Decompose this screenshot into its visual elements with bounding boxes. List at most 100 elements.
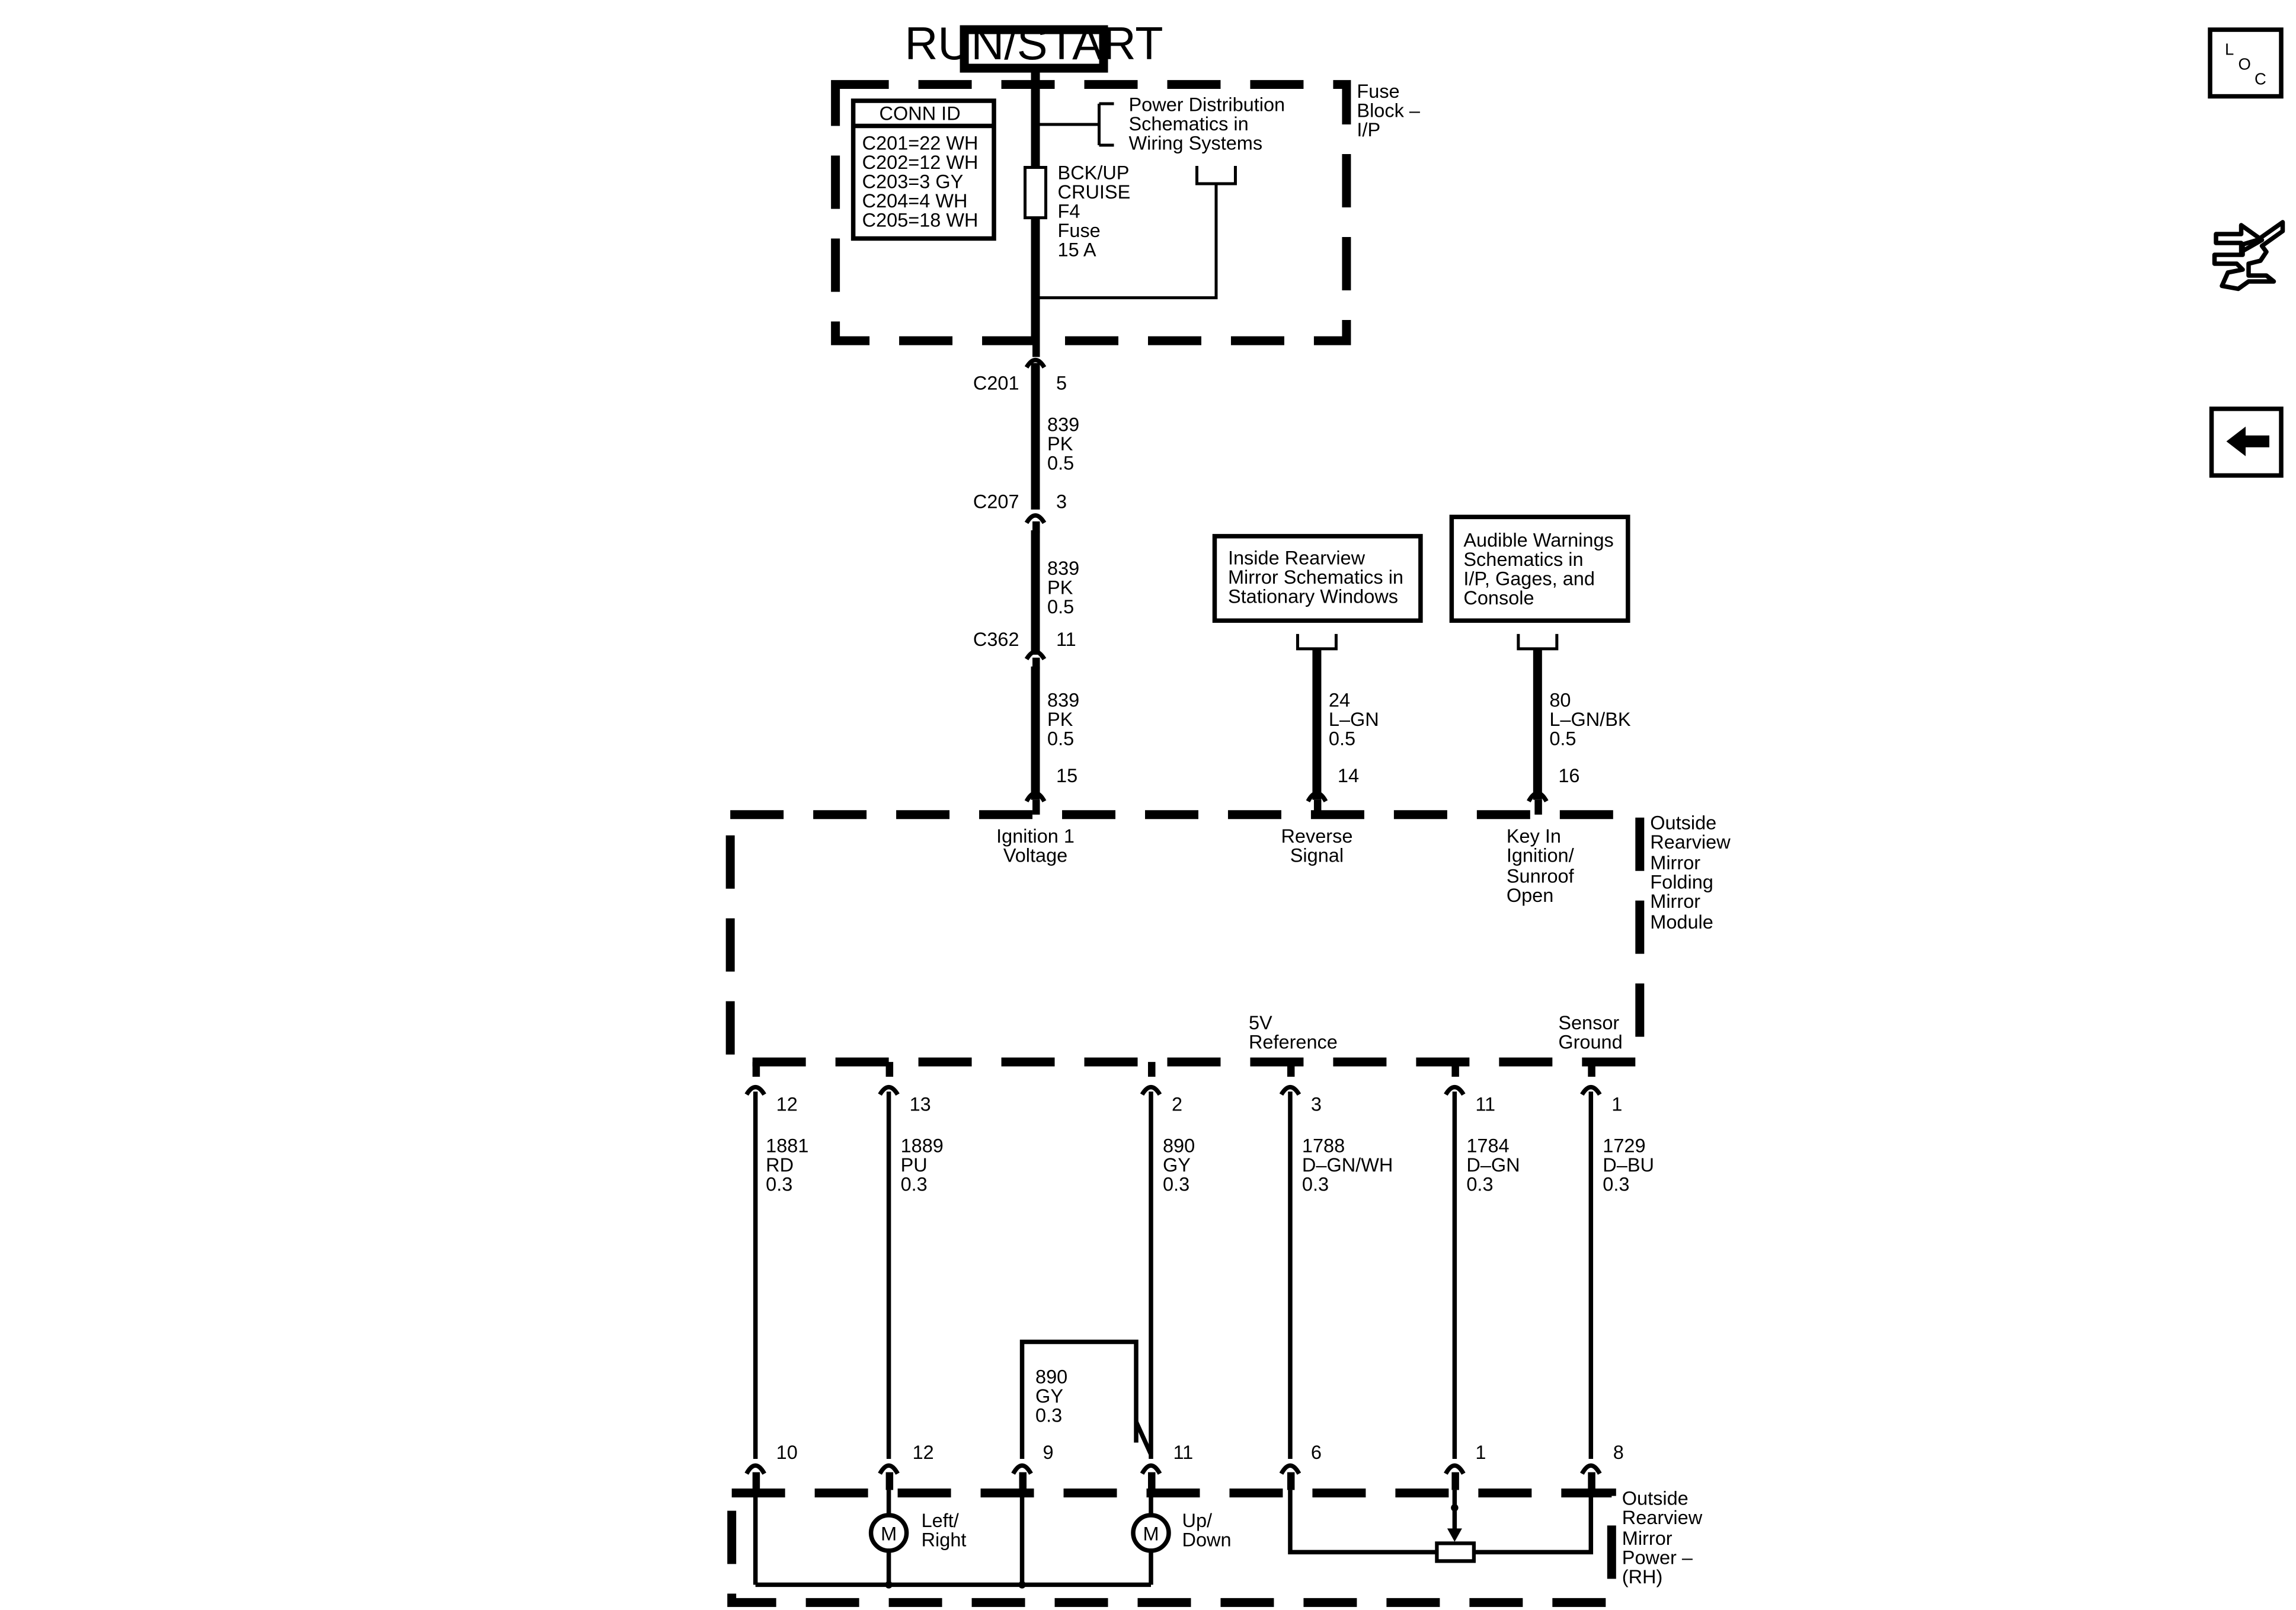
svg-text:5V: 5V xyxy=(1249,1012,1272,1033)
svg-text:Right: Right xyxy=(922,1529,967,1550)
svg-text:0.3: 0.3 xyxy=(1302,1174,1329,1195)
location-button[interactable]: L O C xyxy=(2208,27,2284,99)
pin-number: 1 xyxy=(1475,1442,1486,1463)
svg-text:Module: Module xyxy=(1650,911,1713,933)
svg-text:Outside: Outside xyxy=(1650,812,1716,834)
svg-text:Rearview: Rearview xyxy=(1622,1507,1703,1528)
svg-text:Voltage: Voltage xyxy=(1003,845,1067,866)
svg-text:0.5: 0.5 xyxy=(1047,452,1074,473)
svg-text:Schematics in: Schematics in xyxy=(1129,113,1249,135)
inside-rearview-mirror-ref[interactable]: Inside Rearview Mirror Schematics in Sta… xyxy=(1212,534,1423,623)
svg-text:Block –: Block – xyxy=(1357,100,1420,121)
run-start-power-source: RUN/START xyxy=(904,18,1163,73)
pin-number: 1 xyxy=(1611,1094,1622,1115)
conn-id-entry: C201=22 WH xyxy=(862,133,978,154)
module-pin-14: 14 Reverse Signal xyxy=(1281,765,1359,866)
pin-number: 13 xyxy=(910,1094,931,1115)
module-function-5v-reference: 5V Reference xyxy=(1249,1012,1338,1052)
svg-text:Ignition/: Ignition/ xyxy=(1507,845,1575,866)
svg-text:D–GN/WH: D–GN/WH xyxy=(1302,1154,1393,1176)
svg-text:RD: RD xyxy=(766,1154,794,1176)
wire-label: 839 PK 0.5 xyxy=(1047,414,1079,473)
pin-number: 12 xyxy=(776,1094,798,1115)
fuse-block-outline xyxy=(831,80,1351,345)
back-button[interactable] xyxy=(2209,406,2284,478)
pin-number: 11 xyxy=(1173,1442,1193,1463)
svg-text:Mirror: Mirror xyxy=(1622,1528,1673,1549)
svg-text:0.5: 0.5 xyxy=(1549,728,1576,749)
svg-text:C201: C201 xyxy=(973,372,1019,393)
module-pin-15: 15 Ignition 1 Voltage xyxy=(996,765,1077,866)
svg-text:PK: PK xyxy=(1047,433,1073,454)
conn-id-entry: C204=4 WH xyxy=(862,190,968,212)
svg-text:GY: GY xyxy=(1035,1385,1063,1407)
svg-text:839: 839 xyxy=(1047,414,1079,435)
svg-text:0.3: 0.3 xyxy=(1035,1404,1062,1426)
svg-text:Key In: Key In xyxy=(1507,825,1561,847)
svg-text:Outside: Outside xyxy=(1622,1487,1689,1509)
svg-text:Reference: Reference xyxy=(1249,1032,1338,1053)
svg-text:0.3: 0.3 xyxy=(1603,1174,1629,1195)
pin-number: 6 xyxy=(1311,1442,1322,1463)
conn-id-entry: C202=12 WH xyxy=(862,152,978,173)
svg-text:15: 15 xyxy=(1056,765,1077,786)
svg-text:Mirror: Mirror xyxy=(1650,852,1700,873)
svg-text:3: 3 xyxy=(1056,491,1067,512)
svg-text:839: 839 xyxy=(1047,689,1079,710)
wire-label: 24 L–GN 0.5 xyxy=(1329,689,1379,749)
run-start-label: RUN/START xyxy=(904,18,1163,69)
pin-number: 3 xyxy=(1311,1094,1322,1115)
svg-text:L–GN/BK: L–GN/BK xyxy=(1549,709,1631,730)
svg-text:C207: C207 xyxy=(973,491,1019,512)
svg-text:M: M xyxy=(1143,1523,1159,1544)
ref-bracket xyxy=(1517,633,1559,651)
location-icon: L xyxy=(2225,40,2234,59)
svg-text:Console: Console xyxy=(1463,587,1534,609)
svg-text:Ignition 1: Ignition 1 xyxy=(996,825,1075,847)
conn-id-entry: C203=3 GY xyxy=(862,171,964,193)
svg-text:Inside Rearview: Inside Rearview xyxy=(1228,547,1366,568)
svg-text:0.5: 0.5 xyxy=(1047,596,1074,617)
audible-warnings-ref[interactable]: Audible Warnings Schematics in I/P, Gage… xyxy=(1449,514,1630,623)
svg-text:Down: Down xyxy=(1182,1529,1231,1550)
svg-text:24: 24 xyxy=(1329,689,1350,710)
svg-text:Schematics in: Schematics in xyxy=(1463,549,1583,570)
svg-text:Mirror Schematics in: Mirror Schematics in xyxy=(1228,566,1403,588)
ref-bracket xyxy=(1098,102,1114,147)
svg-text:0.3: 0.3 xyxy=(1163,1174,1189,1195)
svg-text:L–GN: L–GN xyxy=(1329,709,1379,730)
svg-text:1729: 1729 xyxy=(1603,1135,1645,1157)
svg-text:14: 14 xyxy=(1338,765,1359,786)
svg-text:D–BU: D–BU xyxy=(1603,1154,1654,1176)
power-distribution-ref: Power Distribution Schematics in Wiring … xyxy=(1129,94,1285,154)
pin-number: 2 xyxy=(1172,1094,1182,1115)
mirror-pin-numbers: 10 12 9 11 6 1 8 xyxy=(776,1442,1624,1463)
svg-text:0.5: 0.5 xyxy=(1329,728,1355,749)
splice-dot xyxy=(1451,1504,1459,1512)
svg-text:Folding: Folding xyxy=(1650,872,1713,893)
svg-text:0.3: 0.3 xyxy=(901,1174,928,1195)
wire-label: 839 PK 0.5 xyxy=(1047,689,1079,749)
svg-text:890: 890 xyxy=(1035,1366,1067,1387)
module-pin-16: 16 Key In Ignition/ Sunroof Open xyxy=(1507,765,1580,906)
svg-text:80: 80 xyxy=(1549,689,1571,710)
svg-text:1881: 1881 xyxy=(766,1135,808,1157)
svg-text:Ground: Ground xyxy=(1558,1032,1622,1053)
svg-text:Fuse: Fuse xyxy=(1058,220,1101,241)
pin-number: 12 xyxy=(913,1442,934,1463)
inline-connector-c201: C201 5 xyxy=(973,345,1067,393)
svg-text:Wiring Systems: Wiring Systems xyxy=(1129,133,1263,154)
svg-text:O: O xyxy=(2239,55,2251,73)
harness-connector-button[interactable] xyxy=(2212,220,2285,292)
fuse-f4-symbol xyxy=(1024,166,1048,220)
svg-text:PU: PU xyxy=(901,1154,928,1176)
svg-text:D–GN: D–GN xyxy=(1466,1154,1520,1176)
pin-number: 10 xyxy=(776,1442,798,1463)
potentiometer-wiper-arrow xyxy=(1447,1528,1462,1542)
